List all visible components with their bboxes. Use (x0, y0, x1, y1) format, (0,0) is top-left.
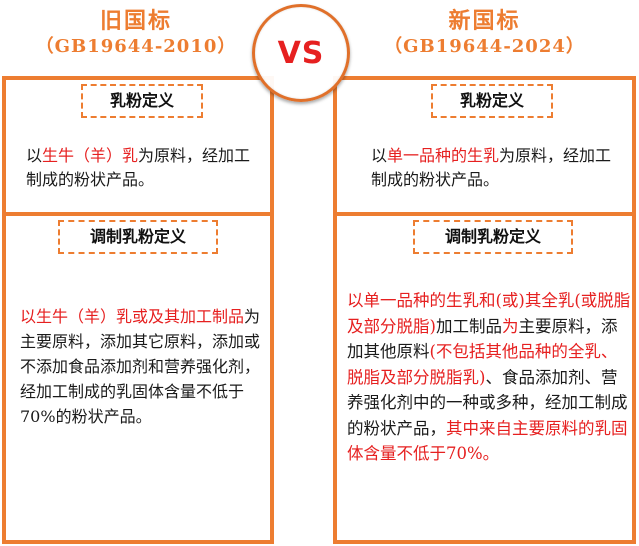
text-segment: 为原料， (138, 146, 203, 165)
old-formulated-milk-powder-label: 调制乳粉定义 (58, 220, 218, 254)
text-segment: 为 (501, 316, 519, 336)
new-standard-code: （GB19644-2024） (384, 35, 585, 57)
old-standard-code: （GB19644-2010） (35, 35, 237, 57)
text-segment: 以单一品种的生乳和(或)其全乳(或脱脂及部分脱脂) (347, 291, 631, 336)
vs-badge: VS (252, 4, 350, 102)
vs-label: VS (277, 35, 325, 71)
text-segment: 为原料， (499, 146, 564, 165)
old-standard-title: 旧国标 (99, 8, 172, 34)
old-standard-header: 旧国标 （GB19644-2010） (0, 8, 272, 58)
text-segment: 经加工制成的粉状产品。 (26, 146, 251, 189)
old-milk-powder-definition-text: 以生牛（羊）乳为原料，经加工制成的粉状产品。 (26, 144, 262, 192)
text-segment: 为主要原料，添加其它原料，添加或不添加食品添加剂和营养强化剂，经加工制成的乳固体… (20, 307, 261, 426)
new-standard-title: 新国标 (448, 8, 521, 34)
text-segment: 单一品种的生乳 (387, 146, 500, 165)
new-milk-powder-definition-text: 以单一品种的生乳为原料，经加工制成的粉状产品。 (371, 144, 621, 192)
text-segment: 以生牛（羊）乳或及其加工制品 (20, 307, 245, 326)
old-milk-powder-definition-label: 乳粉定义 (81, 84, 203, 118)
text-segment: 其中来自主要原料的乳固体含量不低于70%。 (347, 418, 628, 464)
text-segment: 生牛（羊）乳 (42, 146, 139, 165)
new-formulated-milk-powder-label: 调制乳粉定义 (413, 220, 573, 254)
new-milk-powder-definition-label: 乳粉定义 (431, 84, 553, 118)
new-formulated-milk-powder-panel: 调制乳粉定义 以单一品种的生乳和(或)其全乳(或脱脂及部分脱脂)加工制品为主要原… (333, 212, 636, 544)
new-formulated-milk-powder-text: 以单一品种的生乳和(或)其全乳(或脱脂及部分脱脂)加工制品为主要原料，添加其他原… (347, 288, 631, 467)
old-formulated-milk-powder-panel: 调制乳粉定义 以生牛（羊）乳或及其加工制品为主要原料，添加其它原料，添加或不添加… (2, 212, 274, 544)
new-milk-powder-definition-panel: 乳粉定义 以单一品种的生乳为原料，经加工制成的粉状产品。 (333, 76, 636, 216)
text-segment: 加工制品 (435, 316, 502, 336)
text-segment: (不包括其他品种的全乳、脱脂及部分脱脂乳) (347, 342, 618, 387)
text-segment: 经加工制成的粉状产品。 (371, 146, 612, 189)
text-segment: 以 (26, 146, 43, 165)
text-segment: 以 (371, 146, 388, 165)
text-segment: 主要原料，添加其他原料 (347, 316, 618, 362)
old-milk-powder-definition-panel: 乳粉定义 以生牛（羊）乳为原料，经加工制成的粉状产品。 (2, 76, 274, 216)
text-segment: 、食品添加剂、营养强化剂中的一种或多种，经加工制成的粉状产品， (347, 367, 628, 438)
old-formulated-milk-powder-text: 以生牛（羊）乳或及其加工制品为主要原料，添加其它原料，添加或不添加食品添加剂和营… (20, 304, 270, 429)
new-standard-header: 新国标 （GB19644-2024） (330, 8, 639, 58)
